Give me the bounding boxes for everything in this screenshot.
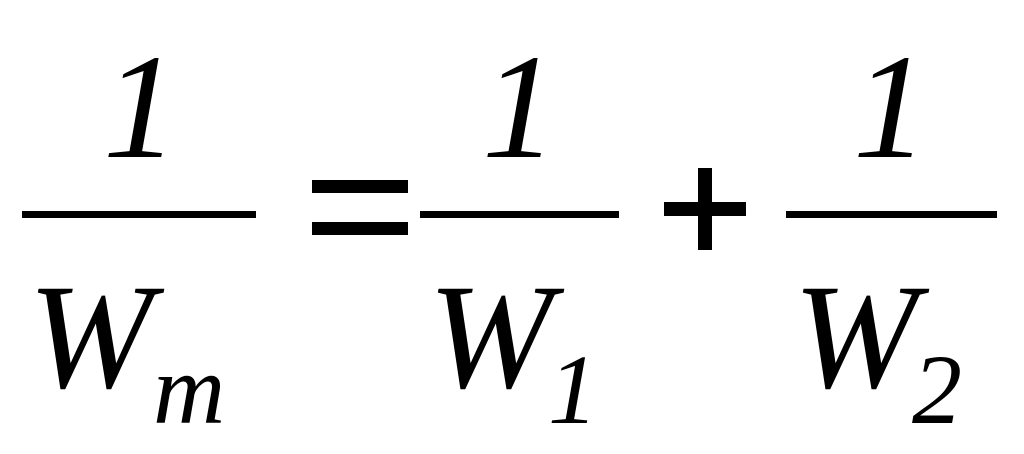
lhs-denominator: W: [28, 254, 153, 420]
term2-denominator: W: [793, 254, 918, 420]
lhs-subscript: m: [153, 334, 226, 445]
lhs-numerator: 1: [103, 24, 178, 190]
equals-bar-top: [312, 180, 408, 193]
term1-subscript: 1: [548, 334, 598, 445]
term1-denominator: W: [428, 254, 553, 420]
term1-fraction-bar: [420, 211, 619, 218]
term2-fraction-bar: [786, 211, 997, 218]
term2-subscript: 2: [912, 334, 962, 445]
equals-bar-bottom: [312, 222, 408, 235]
term1-numerator: 1: [482, 24, 557, 190]
term2-numerator: 1: [853, 24, 928, 190]
equals-label: =: [312, 170, 408, 240]
lhs-fraction-bar: [22, 211, 256, 218]
plus-bar-vertical: [698, 168, 712, 250]
plus-label: +: [664, 168, 746, 250]
